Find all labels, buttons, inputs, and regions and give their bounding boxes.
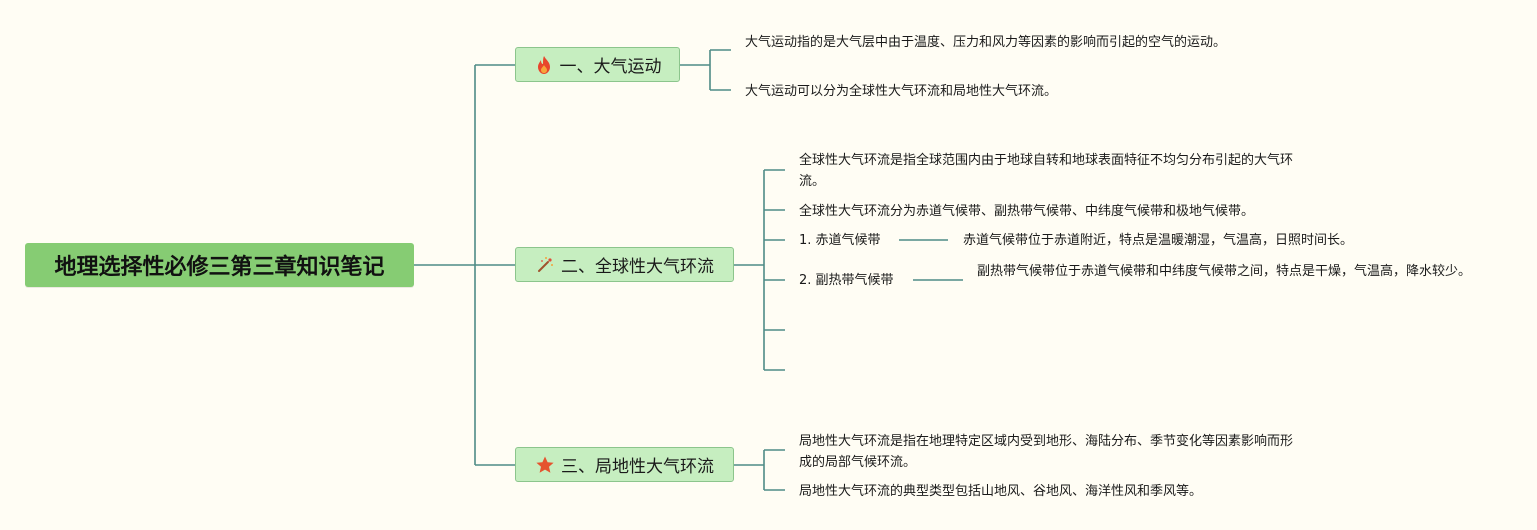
topic-atmospheric-motion[interactable]: 一、大气运动 <box>515 47 680 82</box>
note-2-2: 全球性大气环流分为赤道气候带、副热带气候带、中纬度气候带和极地气候带。 <box>799 204 1255 219</box>
subtopic-equatorial[interactable]: 1. 赤道气候带 <box>799 233 881 248</box>
topic-global-circulation[interactable]: 二、全球性大气环流 <box>515 247 734 282</box>
note-2-1: 全球性大气环流是指全球范围内由于地球自转和地球表面特征不均匀分布引起的大气环流。 <box>799 153 1294 189</box>
topic-label: 二、全球性大气环流 <box>561 257 714 277</box>
subtopic-equatorial-detail: 赤道气候带位于赤道附近，特点是温暖潮湿，气温高，日照时间长。 <box>963 233 1354 248</box>
topic-label: 三、局地性大气环流 <box>561 457 714 477</box>
topic-label: 一、大气运动 <box>559 57 662 77</box>
star-icon <box>535 455 555 475</box>
note-1-2: 大气运动可以分为全球性大气环流和局地性大气环流。 <box>745 84 1058 99</box>
topic-local-circulation[interactable]: 三、局地性大气环流 <box>515 447 734 482</box>
note-3-1: 局地性大气环流是指在地理特定区域内受到地形、海陆分布、季节变化等因素影响而形成的… <box>799 434 1294 470</box>
note-3-2: 局地性大气环流的典型类型包括山地风、谷地风、海洋性风和季风等。 <box>799 484 1203 499</box>
magic-wand-icon <box>535 255 555 275</box>
fire-icon <box>534 55 554 75</box>
note-1-1: 大气运动指的是大气层中由于温度、压力和风力等因素的影响而引起的空气的运动。 <box>745 35 1227 50</box>
root-title: 地理选择性必修三第三章知识笔记 <box>54 255 385 280</box>
root-topic[interactable]: 地理选择性必修三第三章知识笔记 <box>25 243 414 287</box>
subtopic-subtropical-detail: 副热带气候带位于赤道气候带和中纬度气候带之间，特点是干燥，气温高，降水较少。 <box>977 264 1472 279</box>
subtopic-subtropical[interactable]: 2. 副热带气候带 <box>799 273 894 288</box>
